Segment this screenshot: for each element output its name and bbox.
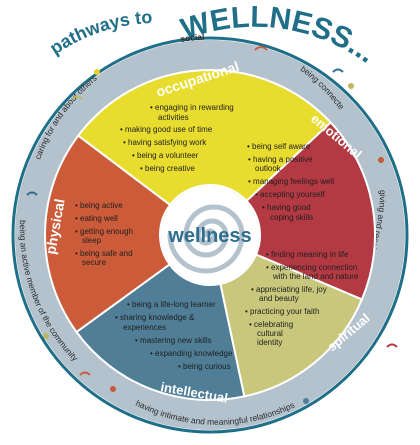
physical-item-3b: sleep <box>82 236 102 245</box>
emotional-items: • being self aware • having a positive o… <box>247 142 334 222</box>
center-hub: wellness <box>161 186 259 284</box>
segment-occupational <box>76 69 333 207</box>
ornament-dot <box>378 157 384 163</box>
segment-physical <box>44 134 172 334</box>
segment-spiritual <box>219 253 364 398</box>
emotional-item-5b: coping skills <box>270 213 313 222</box>
ornament-swirl <box>79 371 91 376</box>
emotional-item-2b: outlook <box>255 164 282 173</box>
emotional-item-4: • accepting yourself <box>255 190 325 199</box>
physical-item-4: • being safe and <box>75 249 133 258</box>
spiritual-item-2: • experiencing connection <box>266 263 357 272</box>
spiritual-item-5c: identity <box>257 338 282 347</box>
spiral-icon <box>167 204 245 274</box>
segment-intellectual <box>75 262 246 401</box>
ornament-dot <box>43 333 49 339</box>
occupational-item-4: • being a volunteer <box>132 151 199 160</box>
ring-social-label: social <box>180 32 205 44</box>
occupational-item-1b: activities <box>158 113 189 122</box>
ornament-dot <box>303 398 309 404</box>
outer-ring-border <box>11 36 409 434</box>
occupational-item-5: • being creative <box>140 164 195 173</box>
intellectual-items: • being a life-long learner • sharing kn… <box>115 300 233 371</box>
occupational-item-2: • making good use of time <box>120 125 213 134</box>
intellectual-item-5: • being curious <box>178 362 231 371</box>
intellectual-item-2b: experiences <box>123 323 166 332</box>
ornament-swirl <box>26 191 38 196</box>
spiritual-item-3b: and beauty <box>259 294 299 303</box>
ornament-dot <box>110 386 116 392</box>
emotional-item-1: • being self aware <box>247 142 311 151</box>
ornament-dot <box>94 69 100 75</box>
ornaments <box>26 46 398 404</box>
spiritual-item-1: • finding meaning in life <box>266 250 349 259</box>
segment-emotional <box>245 121 376 301</box>
occupational-item-3: • having satisfying work <box>123 138 207 147</box>
ornament-swirl <box>332 68 344 73</box>
spiritual-items: • finding meaning in life • experiencing… <box>245 250 359 347</box>
center-wellness-label: wellness <box>167 225 251 247</box>
spiritual-item-5: • celebrating <box>249 320 293 329</box>
ornament-swirl <box>254 46 268 51</box>
physical-item-4b: secure <box>82 258 107 267</box>
intellectual-item-2: • sharing knowledge & <box>115 313 195 322</box>
occupational-item-1: • engaging in rewarding <box>150 103 234 112</box>
intellectual-item-1: • being a life-long learner <box>127 300 216 309</box>
ornament-swirl <box>71 95 83 100</box>
emotional-item-2: • having a positive <box>248 155 313 164</box>
physical-item-1: • being active <box>75 201 123 210</box>
spiritual-item-3: • appreciating life, joy <box>251 285 327 294</box>
occupational-items: • engaging in rewarding activities • mak… <box>120 103 234 173</box>
intellectual-item-4: • expanding knowledge <box>150 349 233 358</box>
intellectual-item-3: • mastering new skills <box>135 336 212 345</box>
emotional-item-5: • having good <box>262 203 311 212</box>
wellness-segments <box>44 69 376 401</box>
physical-item-2: • eating well <box>75 214 118 223</box>
physical-item-3: • getting enough <box>75 227 133 236</box>
spiritual-item-5b: cultural <box>257 329 283 338</box>
spiritual-item-4: • practicing your faith <box>245 307 319 316</box>
spiritual-item-2b: with the land and nature <box>272 272 359 281</box>
emotional-item-3: • managing feelings well <box>248 177 334 186</box>
physical-items: • being active • eating well • getting e… <box>75 201 133 267</box>
ornament-dot <box>348 83 354 89</box>
ornament-swirl <box>386 343 398 348</box>
